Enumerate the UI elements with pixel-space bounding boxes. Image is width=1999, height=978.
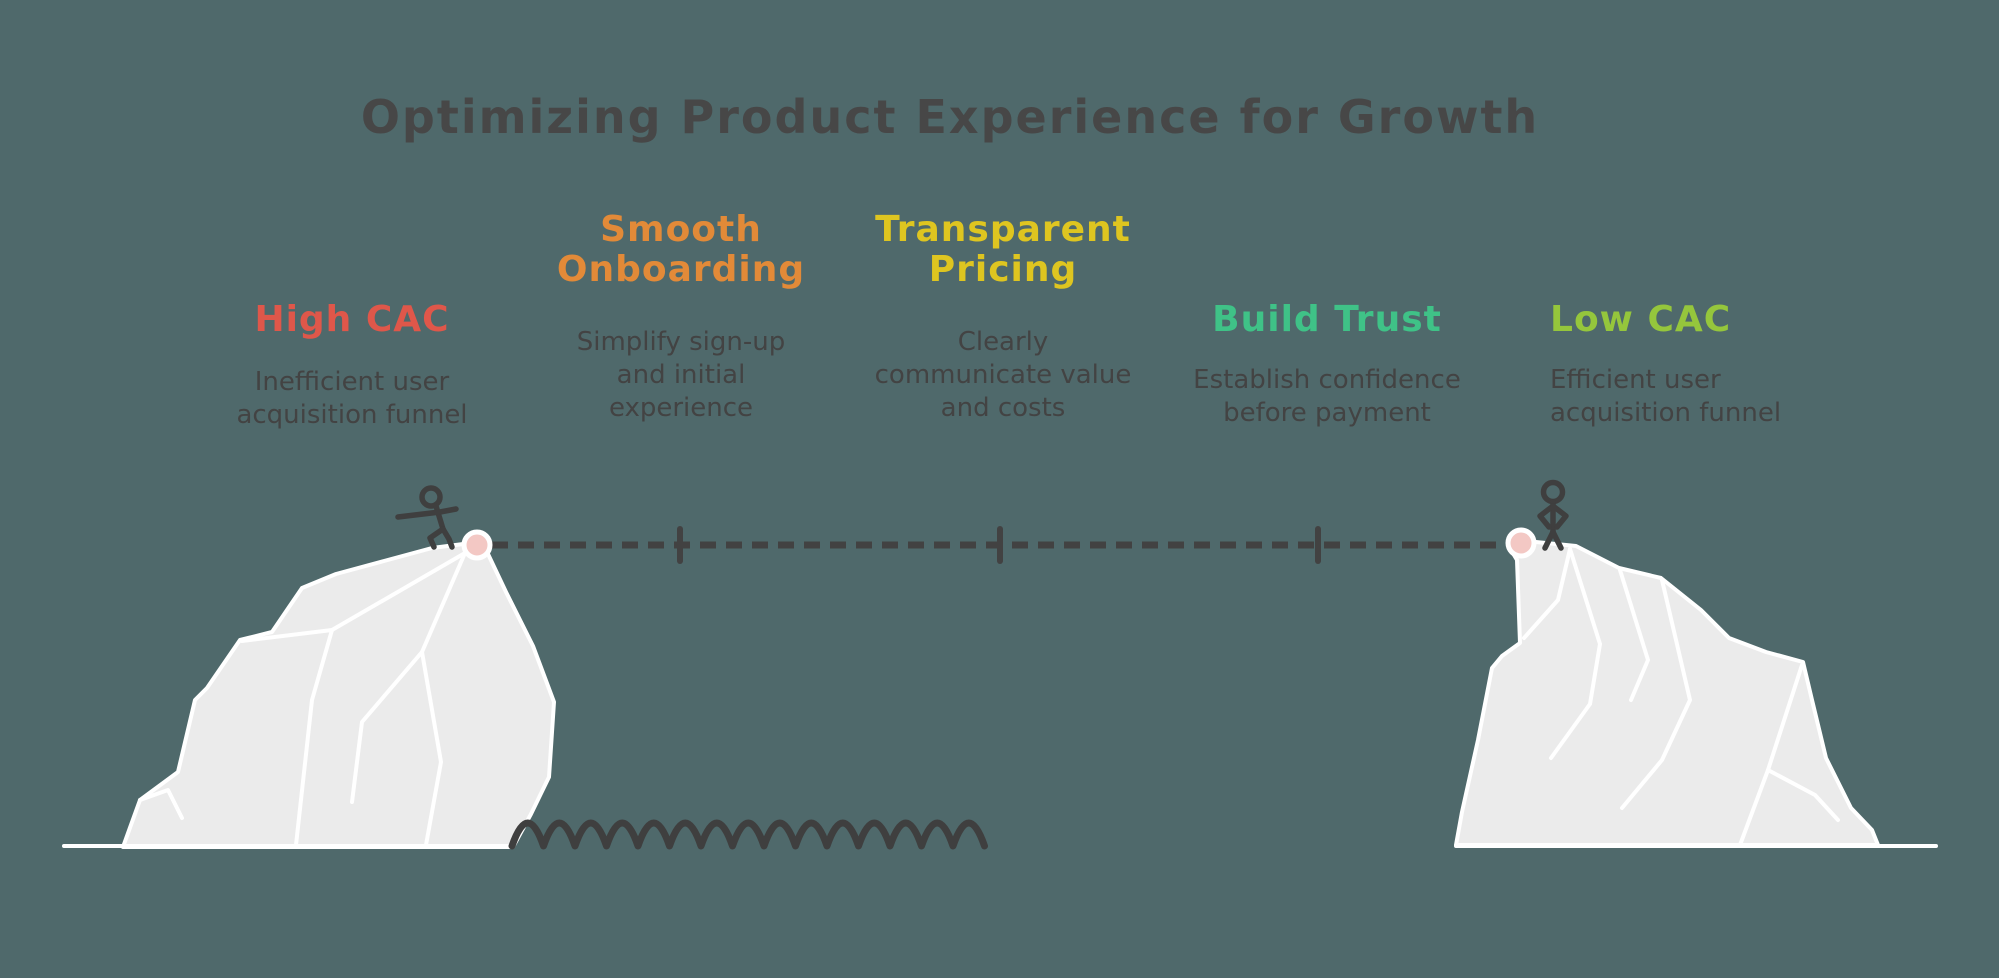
step-label: Low CAC: [1550, 299, 1732, 340]
step-smooth-onboarding: Smooth Onboarding Simplify sign-up and i…: [491, 210, 871, 425]
cliff-left-mountain: [121, 540, 556, 849]
step-description: Efficient user acquisition funnel: [1550, 365, 1782, 428]
step-description: Simplify sign-up and initial experience: [576, 327, 786, 423]
step-description: Clearly communicate value and costs: [874, 327, 1132, 423]
rope-anchor-left: [461, 529, 493, 561]
step-label: Transparent Pricing: [875, 209, 1131, 290]
step-build-trust: Build Trust Establish confidence before …: [1137, 300, 1517, 430]
step-label: Smooth Onboarding: [556, 209, 806, 290]
step-low-cac: Low CAC Efficient user acquisition funne…: [1550, 300, 1870, 430]
step-label: High CAC: [254, 299, 450, 340]
step-description: Establish confidence before payment: [1193, 365, 1461, 428]
rope-anchor-right: [1505, 527, 1537, 559]
step-label: Build Trust: [1212, 299, 1442, 340]
page-title: Optimizing Product Experience for Growth: [360, 90, 1540, 144]
cliff-right-mountain: [1454, 540, 1880, 847]
standing-figure-icon: [1537, 479, 1569, 551]
step-description: Inefficient user acquisition funnel: [236, 367, 468, 430]
water-wave: [508, 819, 988, 850]
step-high-cac: High CAC Inefficient user acquisition fu…: [162, 300, 542, 432]
step-transparent-pricing: Transparent Pricing Clearly communicate …: [813, 210, 1193, 425]
tightrope-walker-icon: [395, 485, 459, 550]
